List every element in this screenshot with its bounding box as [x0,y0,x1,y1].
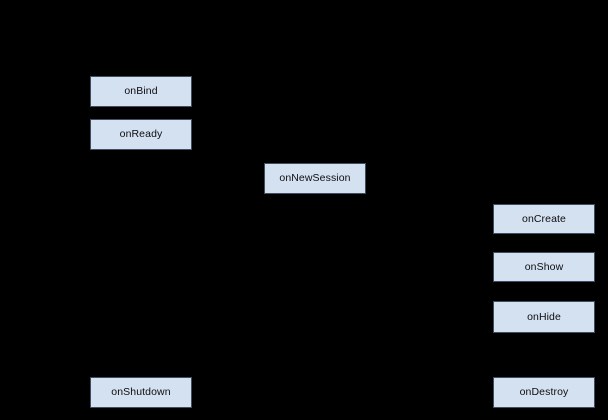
lifecycle-node-label: onShutdown [111,386,171,399]
lifecycle-node-label: onReady [119,128,163,141]
lifecycle-node-on-show[interactable]: onShow [493,252,595,282]
lifecycle-node-label: onHide [527,310,561,323]
lifecycle-node-label: onBind [124,85,158,98]
edge-ready-to-newsession [140,150,264,180]
lifecycle-node-label: onCreate [522,212,566,225]
lifecycle-node-on-shutdown[interactable]: onShutdown [90,377,192,408]
edge-newsession-to-create [314,193,493,220]
lifecycle-node-on-destroy[interactable]: onDestroy [493,377,595,408]
lifecycle-node-on-hide[interactable]: onHide [493,301,595,333]
lifecycle-node-on-bind[interactable]: onBind [90,76,192,107]
lifecycle-node-label: onNewSession [279,172,351,185]
lifecycle-node-on-new-session[interactable]: onNewSession [264,163,366,194]
lifecycle-node-on-ready[interactable]: onReady [90,119,192,150]
lifecycle-node-label: onShow [524,260,564,273]
lifecycle-node-on-create[interactable]: onCreate [493,204,595,234]
lifecycle-node-label: onDestroy [519,386,569,399]
